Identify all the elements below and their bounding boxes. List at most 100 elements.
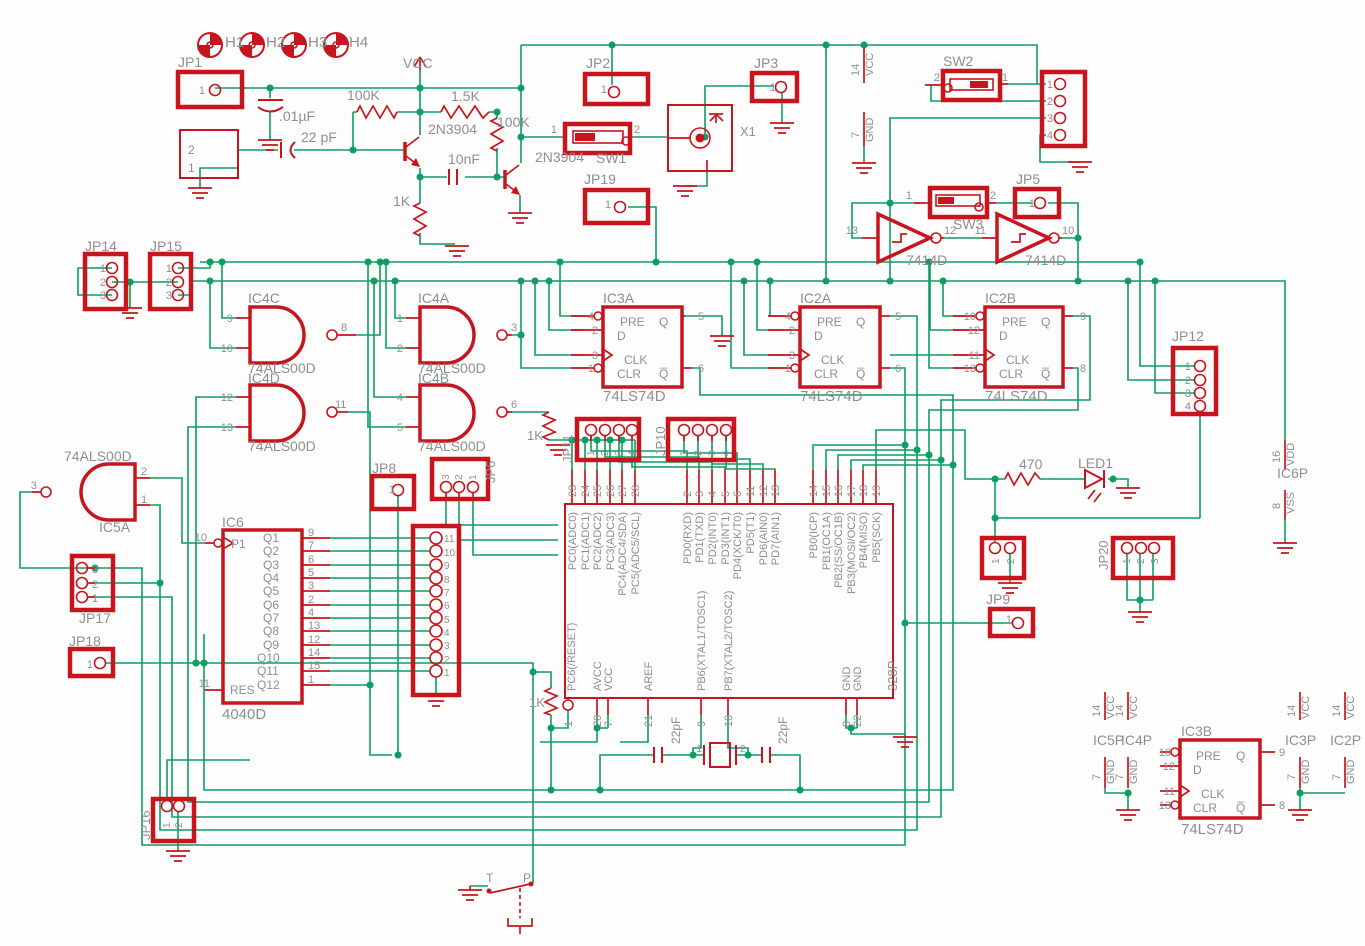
jumper-jp3[interactable] (749, 70, 800, 104)
capacitor-10nf[interactable] (448, 169, 458, 185)
label-2: 2 (100, 277, 106, 289)
jumper-jp9[interactable] (987, 606, 1036, 639)
hole-h2[interactable] (239, 32, 265, 58)
label-q: Q (659, 315, 668, 329)
transistor-q2[interactable] (503, 164, 520, 195)
label-d: D (617, 329, 626, 343)
jumper-jp10[interactable] (665, 416, 737, 463)
flipflop-ic3b[interactable] (1170, 738, 1262, 820)
label--01-f: .01µF (279, 108, 315, 124)
resistor-1k-jp11[interactable] (540, 411, 558, 441)
label-16: 16 (1271, 451, 1283, 463)
resistor-100k-v[interactable] (489, 117, 505, 152)
label-clr: CLR (999, 367, 1023, 381)
jumper-jp19[interactable] (582, 187, 651, 226)
label-jp14: JP14 (85, 238, 117, 254)
label-11: 11 (1164, 786, 1175, 798)
resistor-1k-q1[interactable] (412, 202, 428, 237)
jumper-jp14[interactable] (82, 251, 129, 312)
net-wires (19, 44, 1345, 887)
label-74als00d: 74ALS00D (248, 438, 316, 454)
mount-holes[interactable] (197, 32, 349, 58)
jumper-jp8[interactable] (369, 473, 417, 512)
flipflop-ic2b[interactable] (975, 305, 1065, 389)
label-pb5-sck-: PB5(SCK) (871, 512, 883, 563)
resistor-100k-h[interactable] (356, 104, 398, 120)
hole-h1[interactable] (197, 32, 223, 58)
label-3: 3 (444, 641, 450, 652)
label-jp3: JP3 (754, 55, 778, 71)
label-1k: 1K (529, 695, 545, 710)
inverter-7414-2[interactable] (995, 211, 1060, 265)
nand-ic5a[interactable] (40, 462, 137, 522)
jumper-jp1[interactable] (175, 69, 245, 110)
label-22-pf: 22 pF (301, 129, 337, 145)
label-2: 2 (188, 143, 195, 157)
label-led1: LED1 (1078, 455, 1113, 471)
nand-ic4c[interactable] (248, 305, 338, 365)
capacitor-01uf[interactable] (257, 99, 284, 113)
mcu-328p[interactable] (562, 503, 894, 711)
capacitor-22pf[interactable] (280, 141, 296, 159)
label-4: 4 (627, 450, 638, 456)
jumper-jp18[interactable] (67, 646, 116, 679)
label-gnd: GND (864, 118, 876, 143)
label-vcc: VCC (1128, 696, 1140, 719)
flipflop-ic3a[interactable] (593, 305, 684, 389)
resistor-1k-reset[interactable] (542, 687, 560, 716)
label-1: 1 (563, 721, 575, 727)
label-clk: CLK (1006, 353, 1029, 367)
label-pc5-adc5-scl-: PC5(ADC5/SCL) (630, 512, 642, 595)
vcc-symbol[interactable] (413, 56, 427, 70)
label-9: 9 (444, 561, 450, 572)
label-q10: Q10 (257, 651, 280, 665)
label-2: 2 (166, 277, 172, 289)
header-4pin[interactable] (1039, 69, 1088, 149)
jumper-jp20[interactable] (1110, 535, 1176, 581)
jumper-jp15[interactable] (147, 251, 194, 312)
inverter-7414-1[interactable] (876, 211, 942, 265)
label-avcc: AVCC (592, 661, 604, 691)
switch-sw3[interactable] (927, 185, 990, 220)
label-5: 5 (308, 567, 314, 579)
nand-ic4d[interactable] (248, 383, 338, 443)
jumper-jp16[interactable] (150, 796, 197, 844)
flipflop-ic2a[interactable] (790, 305, 882, 389)
label-11: 11 (969, 350, 980, 362)
connector-2pin[interactable] (179, 129, 239, 179)
jumper-jp5[interactable] (1012, 186, 1062, 220)
label-1k: 1K (527, 428, 543, 443)
jumper-jp12[interactable] (1170, 345, 1219, 417)
capacitor-22pf-xtal2[interactable] (761, 747, 771, 763)
switch-sw2[interactable] (940, 68, 1003, 103)
led1[interactable] (1084, 468, 1105, 503)
reset-switch-tp[interactable] (486, 881, 534, 935)
transistor-q1[interactable] (403, 136, 420, 167)
label-26: 26 (605, 485, 617, 497)
label-3: 3 (308, 580, 314, 592)
header-11pin[interactable] (410, 523, 462, 698)
label-pd5-t1-: PD5(T1) (745, 512, 757, 554)
hole-h3[interactable] (281, 32, 307, 58)
antenna-connector-x1[interactable] (667, 104, 733, 172)
jumper-jp11[interactable] (574, 416, 642, 463)
pin-stubs (32, 48, 1346, 806)
header-2pin[interactable] (979, 535, 1027, 581)
label-22pf: 22pF (776, 717, 790, 744)
label-2: 2 (682, 491, 694, 497)
capacitor-22pf-xtal1[interactable] (653, 747, 663, 763)
hole-h4[interactable] (323, 32, 349, 58)
switch-sw1[interactable] (562, 121, 633, 156)
resistor-1k5[interactable] (440, 104, 490, 120)
jumper-jp2[interactable] (582, 71, 651, 107)
jumper-jp6[interactable] (429, 456, 491, 502)
label-gnd: GND (852, 667, 864, 692)
label-ic3a: IC3A (603, 290, 635, 306)
crystal[interactable] (703, 742, 737, 768)
nand-ic4b[interactable] (418, 383, 508, 443)
jumper-jp17[interactable] (69, 553, 116, 613)
label-2: 2 (308, 594, 314, 606)
resistor-470[interactable] (1004, 471, 1041, 487)
counter-ic6-4040[interactable] (213, 528, 304, 705)
nand-ic4a[interactable] (418, 305, 508, 365)
